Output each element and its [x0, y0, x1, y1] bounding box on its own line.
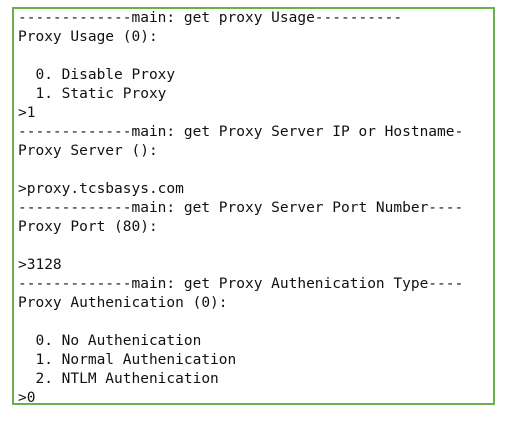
prompt-proxy-server: Proxy Server (): — [18, 143, 158, 159]
section-header-proxy-port: -------------main: get Proxy Server Port… — [18, 200, 464, 216]
section-header-proxy-usage: -------------main: get proxy Usage------… — [18, 10, 403, 26]
input-proxy-auth: >0 — [18, 390, 36, 405]
input-proxy-server: >proxy.tcsbasys.com — [18, 181, 184, 197]
option-ntlm-auth: 2. NTLM Authenication — [18, 371, 219, 387]
option-normal-auth: 1. Normal Authenication — [18, 352, 237, 368]
input-proxy-port: >3128 — [18, 257, 62, 273]
section-header-proxy-server: -------------main: get Proxy Server IP o… — [18, 124, 464, 140]
prompt-proxy-port: Proxy Port (80): — [18, 219, 158, 235]
option-disable-proxy: 0. Disable Proxy — [18, 67, 176, 83]
option-no-auth: 0. No Authenication — [18, 333, 202, 349]
input-proxy-usage: >1 — [18, 105, 36, 121]
prompt-proxy-auth: Proxy Authenication (0): — [18, 295, 228, 311]
prompt-proxy-usage: Proxy Usage (0): — [18, 29, 158, 45]
section-header-proxy-auth: -------------main: get Proxy Authenicati… — [18, 276, 464, 292]
terminal-window: -------------main: get proxy Usage------… — [12, 7, 495, 405]
option-static-proxy: 1. Static Proxy — [18, 86, 167, 102]
